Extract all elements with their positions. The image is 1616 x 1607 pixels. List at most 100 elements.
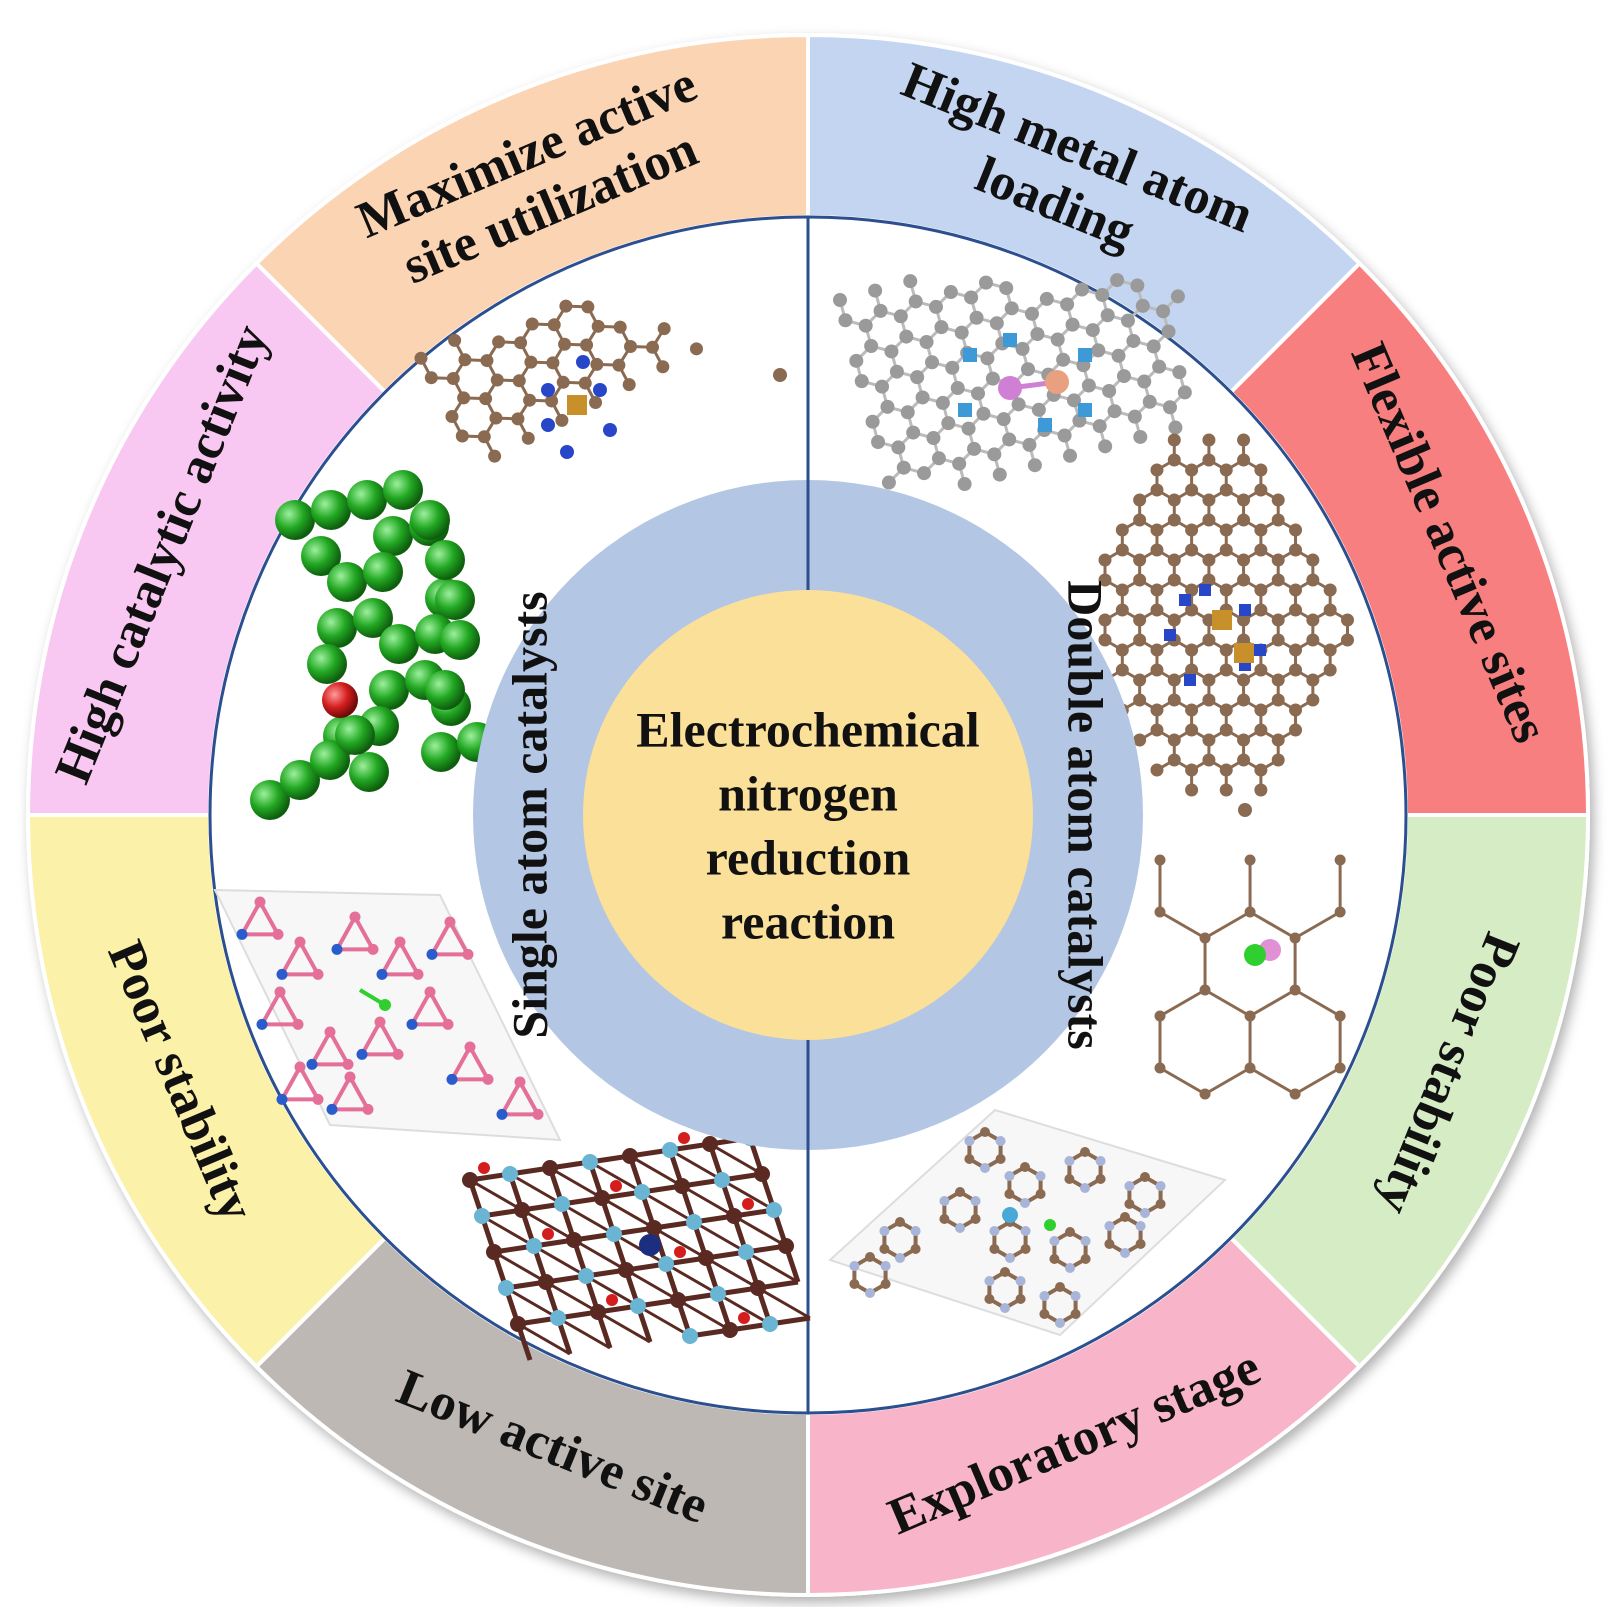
atom xyxy=(1289,984,1301,996)
atom xyxy=(1150,483,1164,497)
atom xyxy=(1306,633,1320,647)
atom xyxy=(1244,1010,1256,1022)
atom xyxy=(1085,323,1100,338)
atom xyxy=(941,416,956,431)
atom xyxy=(1323,603,1337,617)
atom xyxy=(849,1279,860,1289)
atom xyxy=(955,1187,965,1197)
atom xyxy=(622,378,636,392)
ring xyxy=(258,987,302,1027)
atom xyxy=(1080,1236,1091,1246)
atom xyxy=(689,342,703,356)
atom xyxy=(971,386,986,401)
atom xyxy=(1000,1303,1010,1313)
atom xyxy=(457,391,471,405)
atom xyxy=(865,1252,875,1262)
oxygen-atom xyxy=(738,1312,750,1324)
atom xyxy=(383,470,423,510)
atom xyxy=(1095,287,1110,302)
oxygen-atom xyxy=(674,1246,686,1258)
atom xyxy=(496,1108,508,1120)
atom xyxy=(1030,327,1045,342)
atom xyxy=(521,431,535,445)
atom xyxy=(766,1202,782,1218)
bond xyxy=(625,1268,679,1302)
ring xyxy=(333,912,377,952)
atom xyxy=(1289,723,1303,737)
bond xyxy=(1249,1066,1296,1096)
atom xyxy=(373,516,413,556)
nitrogen-atom xyxy=(1078,403,1092,417)
atom xyxy=(714,1172,730,1188)
nitrogen-atom xyxy=(963,348,977,362)
structure-dac-brown-diamond xyxy=(1098,433,1354,817)
atom xyxy=(1219,703,1233,717)
atom xyxy=(910,1226,921,1236)
atom xyxy=(1120,313,1135,328)
bond xyxy=(1294,988,1341,1018)
structure-dac-grey-graphene xyxy=(833,273,1192,492)
atom xyxy=(1306,573,1320,587)
ring xyxy=(448,1042,492,1082)
single-atom-label: Single atom catalysts xyxy=(501,591,557,1038)
structure-sac-green-cluster xyxy=(250,470,497,820)
atom xyxy=(342,1058,354,1070)
atom xyxy=(1039,1309,1050,1319)
atom xyxy=(379,624,419,664)
atom xyxy=(274,986,286,998)
atom xyxy=(1150,583,1164,597)
atom xyxy=(1219,463,1233,477)
atom xyxy=(895,1217,905,1227)
atom xyxy=(999,281,1014,296)
metal-atom xyxy=(1234,643,1254,663)
atom xyxy=(931,451,946,466)
structure-dac-hexagons xyxy=(1154,854,1346,1100)
atom xyxy=(964,1154,975,1164)
atom xyxy=(1124,1181,1135,1191)
atom xyxy=(1057,428,1072,443)
atom xyxy=(1110,273,1125,288)
atom xyxy=(915,390,930,405)
atom xyxy=(1254,783,1268,797)
atom xyxy=(1271,733,1285,747)
atom xyxy=(1066,393,1081,408)
atom xyxy=(1199,1088,1211,1100)
atom xyxy=(670,1292,686,1308)
atom xyxy=(1237,673,1251,687)
atom xyxy=(492,335,506,349)
structure-sac-pink-network xyxy=(213,888,562,1142)
atom xyxy=(582,1154,598,1170)
structure-dac-brown-network xyxy=(828,1108,1227,1337)
atom xyxy=(849,1261,860,1271)
atom xyxy=(1004,1171,1015,1181)
atom xyxy=(978,275,993,290)
atom xyxy=(486,1244,502,1260)
nitrogen-atom xyxy=(576,355,590,369)
atom xyxy=(1115,603,1129,617)
atom xyxy=(344,1071,356,1083)
atom xyxy=(970,1196,981,1206)
atom xyxy=(1020,362,1035,377)
atom xyxy=(275,500,315,540)
atom xyxy=(312,968,324,980)
outer-ring xyxy=(25,32,1591,1598)
atom xyxy=(1130,278,1145,293)
atom xyxy=(292,1018,304,1030)
atom xyxy=(538,1274,554,1290)
atom xyxy=(294,1061,306,1073)
atom xyxy=(726,1208,742,1224)
atom xyxy=(566,1232,582,1248)
atom xyxy=(1150,543,1164,557)
atom xyxy=(858,318,873,333)
atom xyxy=(479,392,493,406)
atom xyxy=(1289,523,1303,537)
atom xyxy=(1202,453,1216,467)
atom xyxy=(547,318,561,332)
atom xyxy=(865,414,880,429)
atom xyxy=(1115,583,1129,597)
atom xyxy=(254,896,266,908)
center-title-line: nitrogen xyxy=(718,765,898,821)
atom xyxy=(425,670,465,710)
atom xyxy=(722,1322,738,1338)
